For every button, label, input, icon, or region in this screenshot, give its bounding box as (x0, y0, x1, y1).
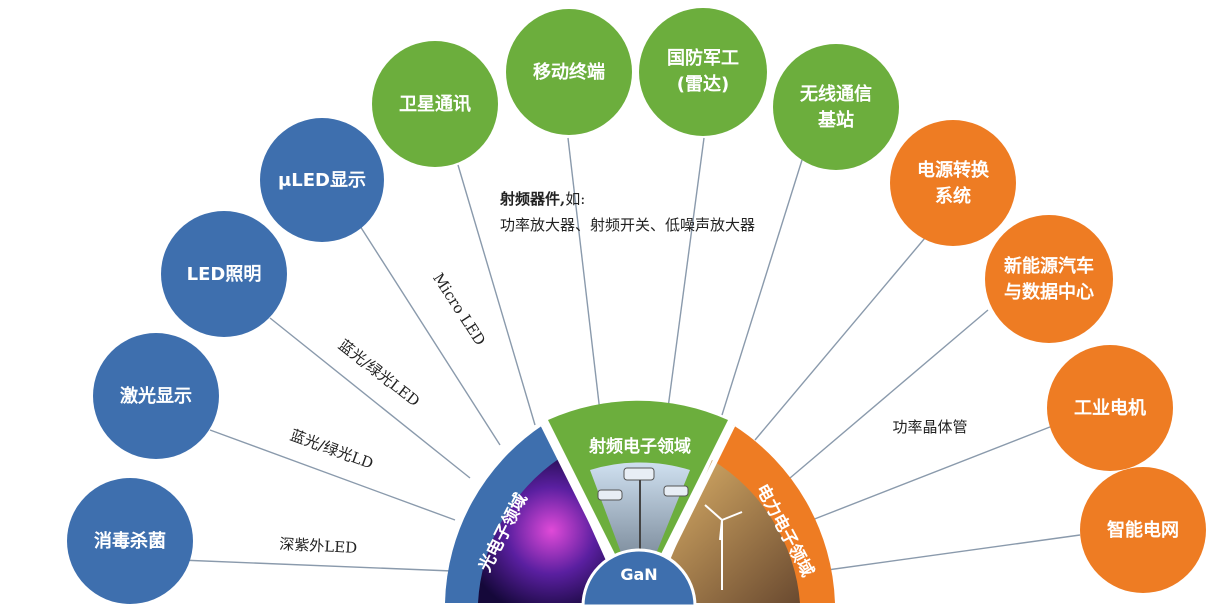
app-defense-radar: 国防军工 (雷达) (639, 8, 767, 136)
center-gan-label: GaN (620, 565, 657, 584)
app-power-conversion: 电源转换 系统 (890, 120, 1016, 246)
rf-note-title-row: 射频器件,如: (500, 186, 755, 212)
svg-text:系统: 系统 (935, 185, 971, 207)
connector-power-conversion (754, 231, 931, 441)
connector-smart-grid (819, 534, 1081, 572)
wind-turbine-icon (704, 504, 743, 590)
rf-device-note: 射频器件,如: 功率放大器、射频开关、低噪声放大器 (500, 186, 755, 238)
svg-text:μLED显示: μLED显示 (278, 170, 366, 191)
svg-text:新能源汽车: 新能源汽车 (1004, 255, 1094, 277)
app-nev-datacenter: 新能源汽车 与数据中心 (985, 215, 1113, 343)
sector-optical-image (478, 458, 625, 603)
app-micro-led-display: μLED显示 (260, 118, 384, 242)
connector-led-lighting (269, 317, 471, 479)
svg-text:智能电网: 智能电网 (1107, 519, 1179, 541)
svg-text:无线通信: 无线通信 (800, 83, 872, 105)
app-mobile-terminal: 移动终端 (506, 9, 632, 135)
connector-wireless-base-station (721, 159, 803, 416)
label-blue-green-led: 蓝光/绿光LED (335, 336, 423, 411)
svg-text:电源转换: 电源转换 (917, 159, 990, 181)
label-power-transistor: 功率晶体管 (892, 418, 967, 436)
svg-text:卫星通讯: 卫星通讯 (399, 94, 471, 115)
connector-laser-display (209, 429, 456, 521)
svg-text:激光显示: 激光显示 (120, 385, 192, 407)
connector-mobile-terminal (567, 137, 601, 413)
app-disinfection: 消毒杀菌 (67, 478, 193, 604)
sector-rf-label: 射频电子领域 (588, 436, 691, 457)
label-micro-led: Micro LED (429, 270, 489, 349)
connector-industrial-motor (811, 424, 1056, 521)
svg-text:与数据中心: 与数据中心 (1004, 281, 1094, 303)
connector-disinfection (179, 559, 453, 572)
sector-power-image (652, 460, 800, 603)
app-smart-grid: 智能电网 (1080, 467, 1206, 593)
svg-text:LED照明: LED照明 (187, 264, 262, 285)
svg-text:国防军工: 国防军工 (667, 47, 739, 69)
label-blue-green-ld: 蓝光/绿光LD (288, 426, 376, 473)
app-wireless-base-station: 无线通信 基站 (773, 44, 899, 170)
connector-satellite-comm (457, 164, 536, 426)
svg-text:基站: 基站 (817, 109, 854, 131)
rf-note-title: 射频器件, (500, 190, 566, 208)
label-deep-uv-led: 深紫外LED (279, 535, 358, 557)
gan-fan: GaN 光电子领域 射频电子领域 电力电子领域 (445, 400, 835, 608)
connector-micro-led-display (359, 225, 501, 446)
svg-text:工业电机: 工业电机 (1074, 397, 1146, 419)
svg-text:消毒杀菌: 消毒杀菌 (94, 530, 166, 552)
center-gan-disc (581, 548, 697, 608)
svg-text:(雷达): (雷达) (677, 73, 729, 95)
connector-lines (179, 137, 1081, 572)
app-laser-display: 激光显示 (93, 333, 219, 459)
app-led-lighting: LED照明 (161, 211, 287, 337)
rf-note-suffix: 如: (565, 190, 586, 208)
antenna-tower-icon (597, 467, 689, 565)
connector-nev-datacenter (789, 309, 989, 479)
connector-defense-radar (667, 137, 705, 409)
app-industrial-motor: 工业电机 (1047, 345, 1173, 471)
svg-text:移动终端: 移动终端 (533, 61, 605, 83)
rf-note-devices: 功率放大器、射频开关、低噪声放大器 (500, 216, 756, 234)
app-satellite-comm: 卫星通讯 (372, 41, 498, 167)
application-circles: 消毒杀菌 激光显示 LED照明 μLED显示 卫星通讯 移动终端 国防军工 (雷… (67, 8, 1206, 604)
